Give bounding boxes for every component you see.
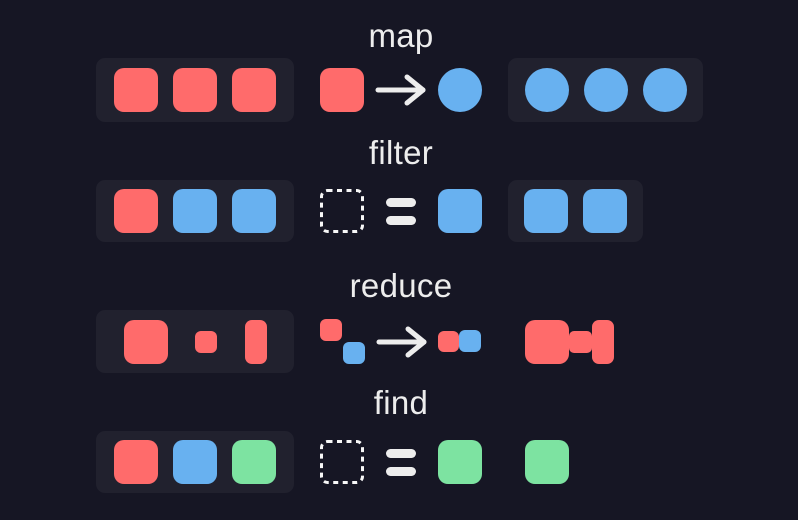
arrow-right-icon (374, 72, 428, 108)
equals-bar (386, 197, 416, 207)
map-label: map (368, 17, 434, 54)
accumulator-pair (320, 319, 365, 364)
equals-bar (386, 448, 416, 458)
red-square (123, 319, 168, 364)
filter-label: filter (368, 134, 434, 171)
red-square (320, 68, 364, 112)
green-square (232, 440, 276, 484)
blue-square (524, 189, 568, 233)
find-operation (320, 431, 482, 493)
small-red-square (320, 319, 342, 341)
blue-circle (438, 68, 482, 112)
map-operation (320, 58, 482, 122)
green-square (438, 440, 482, 484)
blue-circle (642, 68, 687, 112)
red-square (232, 68, 276, 112)
small-red-square (195, 330, 217, 353)
merged-red-connector (569, 330, 592, 353)
placeholder-dashed-box (320, 189, 364, 233)
placeholder-dashed-box (320, 440, 364, 484)
red-square (173, 68, 217, 112)
filter-input-array (96, 180, 294, 242)
reduce-output-value (508, 310, 614, 373)
map-input-array (96, 58, 294, 122)
blue-square (173, 189, 217, 233)
small-red-square (438, 331, 459, 352)
equals-bar (386, 466, 416, 476)
reduce-operation (320, 310, 482, 373)
find-output-value (508, 431, 569, 493)
blue-circle (524, 68, 569, 112)
blue-square (438, 189, 482, 233)
find-input-array (96, 431, 294, 493)
small-blue-square (459, 330, 481, 352)
red-square (114, 68, 158, 112)
find-label: find (373, 384, 429, 421)
map-output-array (508, 58, 703, 122)
green-square (525, 440, 569, 484)
small-blue-square (343, 342, 365, 364)
reduce-input-array (96, 310, 294, 373)
equals-bar (386, 215, 416, 225)
reduce-label: reduce (349, 267, 453, 304)
merged-result-shape (525, 319, 614, 364)
tall-red-rectangle (244, 319, 267, 364)
blue-square (583, 189, 627, 233)
combined-pair (438, 330, 482, 353)
arrow-right-icon (375, 324, 429, 360)
filter-output-array (508, 180, 643, 242)
blue-square (232, 189, 276, 233)
blue-circle (583, 68, 628, 112)
red-square (114, 440, 158, 484)
red-square (114, 189, 158, 233)
blue-square (173, 440, 217, 484)
merged-red-square (525, 319, 569, 364)
filter-operation (320, 180, 482, 242)
equals-icon (386, 197, 416, 225)
equals-icon (386, 448, 416, 476)
merged-red-rectangle (592, 319, 614, 364)
